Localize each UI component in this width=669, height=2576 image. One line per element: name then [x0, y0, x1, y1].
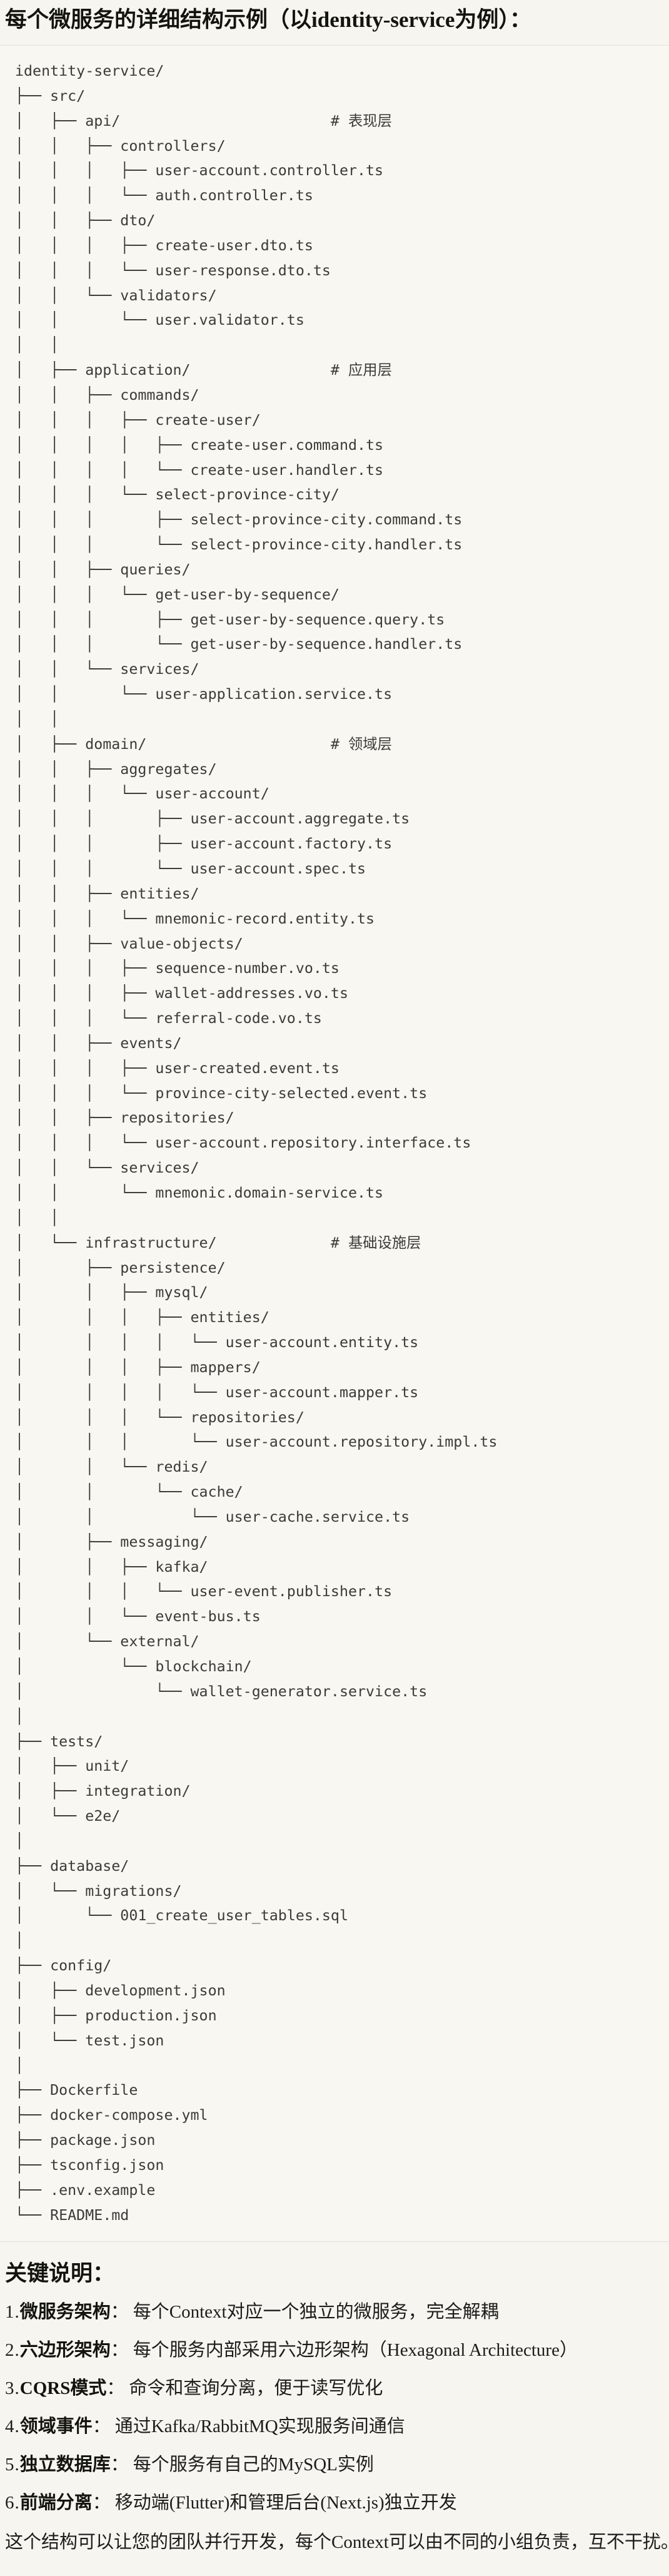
- note-colon: ：: [92, 2416, 111, 2437]
- page-title: 每个微服务的详细结构示例（以identity-service为例）：: [5, 8, 531, 32]
- note-colon: ：: [110, 2302, 129, 2323]
- note-number: 4.: [5, 2416, 20, 2437]
- note-item-1: 1.微服务架构：每个Context对应一个独立的微服务，完全解耦: [5, 2301, 666, 2323]
- footer-note: 这个结构可以让您的团队并行开发，每个Context可以由不同的小组负责，互不干扰…: [5, 2532, 669, 2553]
- note-desc: 每个Context对应一个独立的微服务，完全解耦: [133, 2302, 499, 2323]
- note-item-2: 2.六边形架构：每个服务内部采用六边形架构（Hexagonal Architec…: [5, 2339, 666, 2361]
- note-term: 微服务架构: [19, 2302, 111, 2323]
- notes-heading: 关键说明：: [5, 2261, 115, 2286]
- note-term: 领域事件: [19, 2416, 93, 2437]
- note-number: 3.: [5, 2378, 20, 2399]
- note-item-5: 5.独立数据库：每个服务有自己的MySQL实例: [5, 2454, 666, 2476]
- note-term: 独立数据库: [19, 2455, 111, 2475]
- note-term: 前端分离: [19, 2493, 93, 2513]
- note-number: 2.: [5, 2340, 20, 2361]
- note-term: 六边形架构: [19, 2340, 111, 2361]
- note-desc: 每个服务内部采用六边形架构（Hexagonal Architecture）: [133, 2340, 578, 2361]
- note-colon: ：: [110, 2340, 129, 2361]
- note-desc: 命令和查询分离，便于读写优化: [129, 2378, 383, 2399]
- note-desc: 每个服务有自己的MySQL实例: [133, 2455, 374, 2475]
- note-desc: 通过Kafka/RabbitMQ实现服务间通信: [114, 2416, 405, 2437]
- note-colon: ：: [92, 2493, 111, 2513]
- code-block: identity-service/ ├── src/ │ ├── api/ # …: [0, 45, 669, 2243]
- note-desc: 移动端(Flutter)和管理后台(Next.js)独立开发: [114, 2493, 457, 2513]
- note-number: 1.: [5, 2302, 20, 2323]
- notes-section: 关键说明： 1.微服务架构：每个Context对应一个独立的微服务，完全解耦 2…: [3, 2261, 669, 2553]
- note-term: CQRS模式: [19, 2378, 107, 2399]
- note-number: 6.: [5, 2493, 20, 2513]
- note-item-6: 6.前端分离：移动端(Flutter)和管理后台(Next.js)独立开发: [5, 2492, 666, 2514]
- note-number: 5.: [5, 2455, 20, 2475]
- note-item-4: 4.领域事件：通过Kafka/RabbitMQ实现服务间通信: [5, 2416, 666, 2438]
- note-colon: ：: [110, 2455, 129, 2475]
- directory-tree: identity-service/ ├── src/ │ ├── api/ # …: [15, 63, 498, 2224]
- note-colon: ：: [106, 2378, 125, 2399]
- note-item-3: 3.CQRS模式：命令和查询分离，便于读写优化: [5, 2378, 666, 2400]
